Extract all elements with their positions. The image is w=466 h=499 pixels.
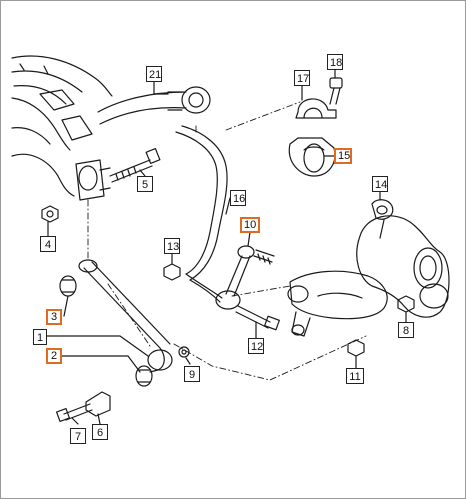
callout-12: 12: [248, 338, 264, 354]
wheel-hub-drawing: [356, 199, 450, 318]
callout-21: 21: [146, 66, 162, 82]
callout-13: 13: [164, 238, 180, 254]
nut-11-drawing: [347, 339, 365, 357]
assembly-axis-lines: [87, 101, 367, 381]
callout-14: 14: [372, 176, 388, 192]
bolt-5-drawing: [109, 147, 161, 183]
callout-18: 18: [327, 54, 343, 70]
callout-6: 6: [92, 424, 108, 440]
coupling-link-drawing: [215, 245, 280, 331]
callout-7: 7: [70, 428, 86, 444]
callout-5: 5: [137, 176, 153, 192]
callout-16: 16: [230, 190, 246, 206]
nut-4-drawing: [41, 205, 59, 223]
callout-1: 1: [33, 329, 47, 345]
bolt-18-drawing: [329, 77, 343, 105]
callout-2-highlighted: 2: [46, 348, 62, 364]
subframe-bushing-lower: [75, 159, 111, 201]
clamp-bushing-drawing: [288, 98, 337, 177]
callout-11: 11: [346, 368, 364, 384]
callout-4: 4: [40, 236, 56, 252]
callout-3-highlighted: 3: [46, 309, 62, 325]
spring-link-drawing: [287, 270, 388, 337]
nut-13-drawing: [163, 263, 181, 281]
bracket-bolt-drawing: [55, 391, 111, 423]
callout-10-highlighted: 10: [240, 217, 260, 233]
stabilizer-bar-drawing: [175, 125, 228, 303]
callout-17: 17: [294, 70, 310, 86]
lower-control-arm-drawing: [59, 259, 190, 387]
callout-15-highlighted: 15: [334, 148, 352, 164]
callout-8: 8: [398, 322, 414, 338]
subframe-drawing: [11, 55, 187, 197]
nut-8-drawing: [397, 295, 415, 313]
callout-9: 9: [184, 366, 200, 382]
subframe-bushing-upper: [167, 86, 211, 114]
